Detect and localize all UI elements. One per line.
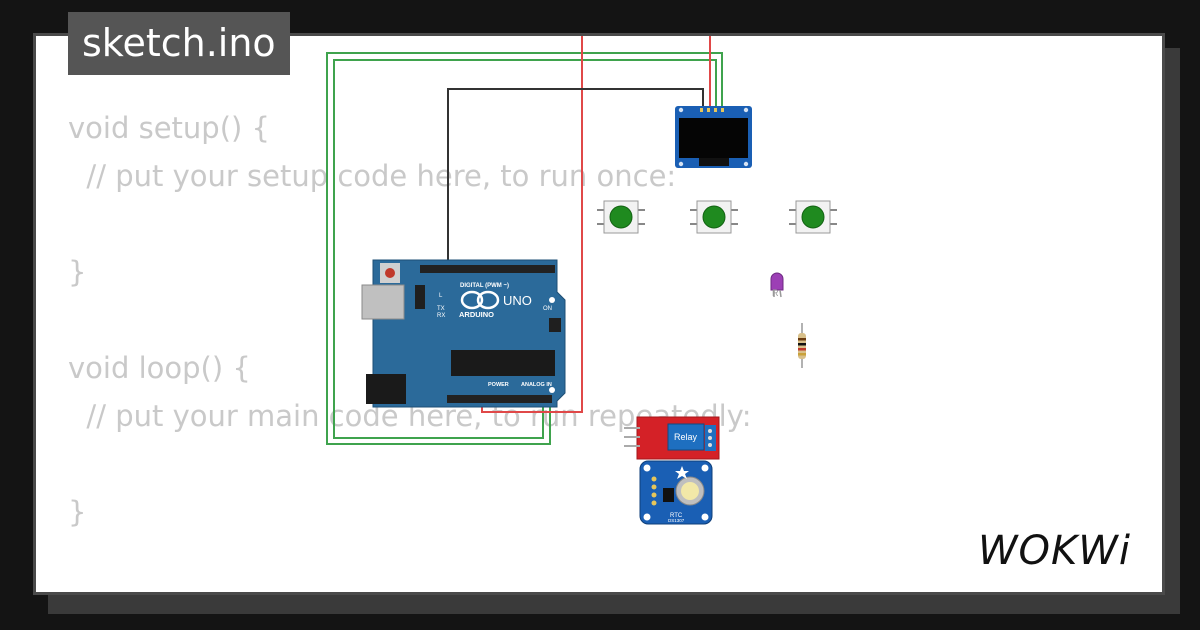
- led[interactable]: R: [770, 272, 784, 298]
- led-label: R: [772, 288, 779, 298]
- arduino-uno[interactable]: DIGITAL (PWM ~) UNO ARDUINO L TX RX ON P…: [361, 259, 566, 408]
- power-label: POWER: [488, 382, 509, 388]
- resistor[interactable]: [798, 323, 806, 368]
- pushbutton-3[interactable]: [789, 200, 837, 234]
- on-label: ON: [543, 306, 552, 312]
- wire-green-outer: [326, 52, 723, 445]
- rtc-label: RTC: [670, 513, 683, 519]
- atmega-chip: [451, 350, 555, 376]
- wire-green-inner: [333, 59, 717, 439]
- reset-button: [385, 268, 395, 278]
- oled-display[interactable]: [675, 106, 752, 168]
- code-line-6: void loop() {: [68, 351, 251, 385]
- l-led-label: L: [439, 293, 443, 299]
- pushbutton-2[interactable]: [690, 200, 738, 234]
- code-line-2: // put your setup code here, to run once…: [68, 159, 677, 193]
- code-line-1: void setup() {: [68, 111, 270, 145]
- code-line-4: }: [68, 255, 87, 289]
- code-line-9: }: [68, 495, 87, 529]
- tx-label: TX: [437, 306, 445, 312]
- rx-label: RX: [437, 313, 445, 319]
- power-jack: [366, 374, 406, 404]
- relay-label: Relay: [674, 432, 698, 442]
- digital-label: DIGITAL (PWM ~): [460, 283, 509, 289]
- brand-name: WOKWi: [978, 528, 1131, 574]
- circuit-diagram: R DIGITAL (PWM: [326, 36, 837, 525]
- uno-model-label: UNO: [503, 293, 532, 308]
- analog-label: ANALOG IN: [521, 382, 552, 388]
- project-preview-card: void setup() { // put your setup code he…: [33, 33, 1165, 595]
- rtc-chip-label: DS1307: [668, 518, 685, 523]
- digital-header: [420, 265, 555, 273]
- wire-black: [447, 88, 704, 264]
- rtc-module[interactable]: RTC DS1307: [639, 460, 713, 525]
- arduino-brand-label: ARDUINO: [459, 310, 494, 319]
- wokwi-logo-icon: WOKWi: [978, 528, 1131, 574]
- relay-module[interactable]: Relay: [624, 416, 720, 460]
- usb-port: [361, 284, 405, 320]
- pushbutton-1[interactable]: [597, 200, 645, 234]
- analog-header: [447, 395, 552, 403]
- sketch-filename-tab[interactable]: sketch.ino: [68, 12, 290, 75]
